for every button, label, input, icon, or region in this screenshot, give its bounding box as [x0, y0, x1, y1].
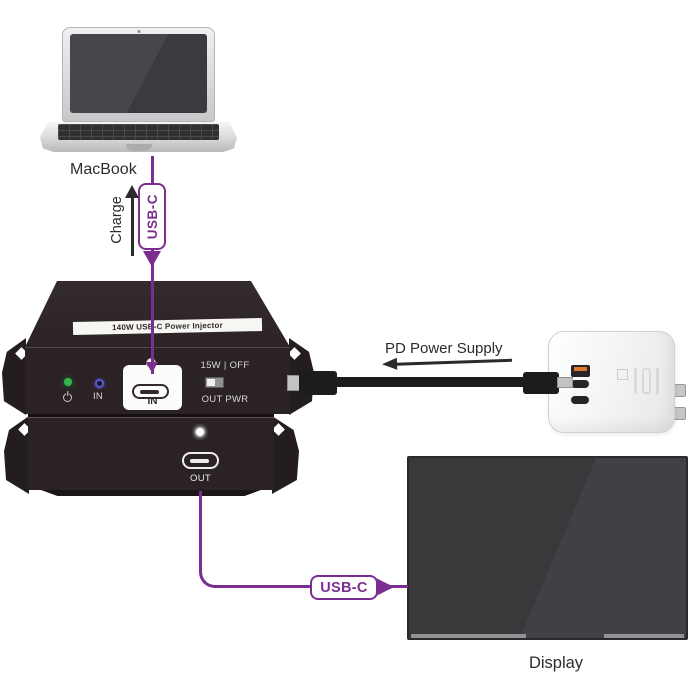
- mounting-slot: [272, 423, 285, 436]
- out-port-label: OUT: [190, 473, 211, 484]
- out-led: [196, 428, 204, 436]
- usb-c-port-1: [571, 380, 589, 388]
- charge-arrow-line: [131, 197, 134, 256]
- injector-base: [41, 490, 261, 496]
- cable-connector-right: [523, 372, 559, 394]
- switch-knob: [207, 379, 215, 386]
- arrow-left-icon: [381, 357, 398, 371]
- display-label: Display: [528, 654, 584, 672]
- injector-bottom-panel: OUT: [28, 417, 274, 490]
- usbc-tag-bottom: USB-C: [310, 575, 378, 600]
- in-led-label: IN: [92, 391, 104, 402]
- usb-c-pin-bar: [190, 458, 209, 463]
- pd-direction-arrow: [380, 352, 514, 373]
- out-power-switch[interactable]: [205, 377, 224, 388]
- marking-glyph: [642, 368, 651, 394]
- arrow-down-icon: [143, 251, 161, 267]
- pd-cable: [333, 377, 529, 387]
- regulatory-marking: [617, 366, 661, 398]
- charge-label: Charge: [109, 196, 125, 244]
- display-screen: [407, 456, 688, 640]
- mounting-wing-bottom-right: [272, 416, 299, 494]
- usbc-tag-bottom-text: USB-C: [320, 579, 368, 596]
- switch-bottom-label: OUT PWR: [201, 394, 249, 405]
- power-injector-device: 140W USB-C Power Injector IN IN 15W | OF…: [0, 278, 330, 503]
- arrow-right-icon: [376, 578, 394, 596]
- mounting-wing-top-left: [2, 338, 26, 415]
- usb-a-port: [571, 365, 590, 377]
- marking-square: [617, 369, 628, 380]
- usb-c-port-2: [571, 396, 589, 404]
- usb-c-out-port: [182, 452, 219, 469]
- usbc-tag-top: USB-C: [138, 183, 166, 250]
- usb-a-tongue: [574, 367, 587, 371]
- switch-top-label: 15W | OFF: [200, 360, 250, 371]
- macbook-lid-notch: [126, 144, 152, 151]
- cable-connector-left: [299, 371, 337, 395]
- unit-divider: [28, 414, 274, 417]
- display-bottom-trim: [604, 634, 684, 638]
- macbook-base: [40, 122, 237, 152]
- usb-c-pin-bar: [140, 389, 159, 394]
- pd-power-supply-label: PD Power Supply: [385, 340, 503, 357]
- arrow-line: [395, 358, 513, 366]
- power-icon: [63, 393, 72, 402]
- power-led: [64, 378, 72, 386]
- macbook-camera-dot: [137, 30, 140, 33]
- usbc-cable-injector-to-display: [199, 491, 408, 588]
- in-port-label: IN: [147, 396, 158, 407]
- macbook-screen: [70, 34, 207, 113]
- marking-glyph: [656, 368, 659, 394]
- arrow-up-icon: [125, 185, 139, 198]
- macbook-keyboard: [58, 124, 219, 140]
- injector-front-panel: IN IN 15W | OFF OUT PWR: [25, 347, 290, 414]
- mounting-slot: [289, 347, 301, 360]
- usbc-tag-top-text: USB-C: [144, 193, 160, 240]
- arrow-down-icon: [146, 362, 158, 373]
- injector-top-face: [25, 281, 290, 347]
- marking-glyph: [634, 368, 637, 394]
- macbook-screen-bezel: [62, 27, 215, 122]
- display-bottom-trim: [411, 634, 526, 638]
- usb-c-in-port: [132, 384, 169, 399]
- macbook-label: MacBook: [70, 161, 137, 178]
- mounting-wing-bottom-left: [4, 416, 29, 494]
- in-signal-led: [95, 379, 104, 388]
- cable-tip-right: [557, 377, 573, 388]
